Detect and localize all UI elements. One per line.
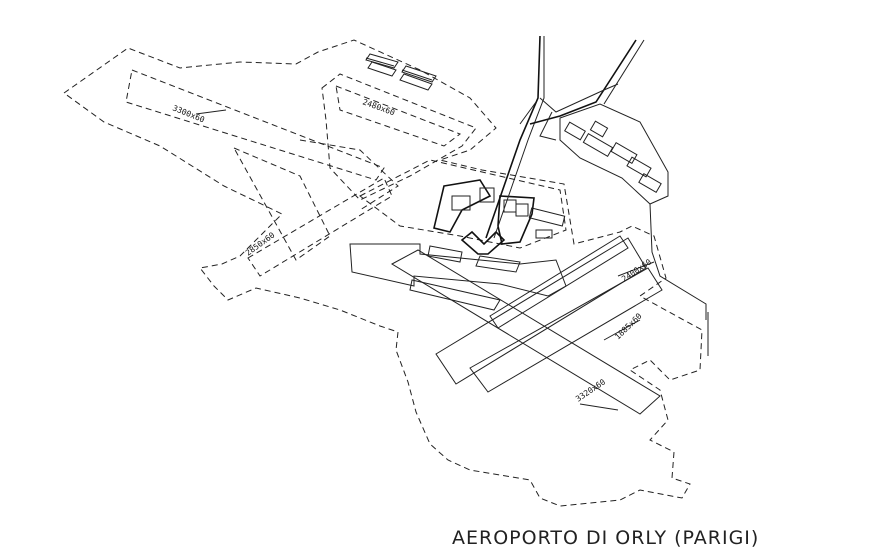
runway-3300-leader — [195, 109, 227, 115]
runway-crossing — [489, 235, 629, 329]
taxiway-west — [232, 146, 331, 261]
service-area-ne — [559, 103, 669, 205]
terminal-apron — [349, 243, 567, 297]
taxiway-central — [359, 159, 567, 249]
runway-2480-outline — [321, 73, 477, 201]
runway-2480-strip — [335, 85, 462, 147]
runway-1885-leader — [603, 319, 641, 341]
runway-2400-leader — [617, 261, 655, 277]
east-boundary — [649, 203, 707, 320]
runway-2400-outline — [435, 237, 647, 385]
diagram-title: AEROPORTO DI ORLY (PARIGI) — [452, 527, 760, 549]
runway-2850-outline — [247, 177, 393, 277]
runway-2480-label: 2480x60 — [361, 97, 396, 117]
runway-3320-leader — [579, 403, 619, 411]
runway-1885-outline — [469, 267, 663, 393]
north-hangars — [365, 53, 437, 91]
airport-boundary — [63, 39, 703, 507]
runway-3320-label: 3320x60 — [574, 377, 607, 403]
runway-2850-label: 2850x60 — [244, 230, 277, 257]
taxiway-link — [299, 139, 399, 211]
runway-3300-outline — [125, 69, 385, 181]
terminal-building — [427, 179, 566, 273]
runway-3320-outline — [390, 249, 661, 415]
access-roads — [485, 35, 645, 239]
apron-stand — [409, 279, 501, 311]
runway-2400-label: 2400x60 — [620, 257, 653, 283]
